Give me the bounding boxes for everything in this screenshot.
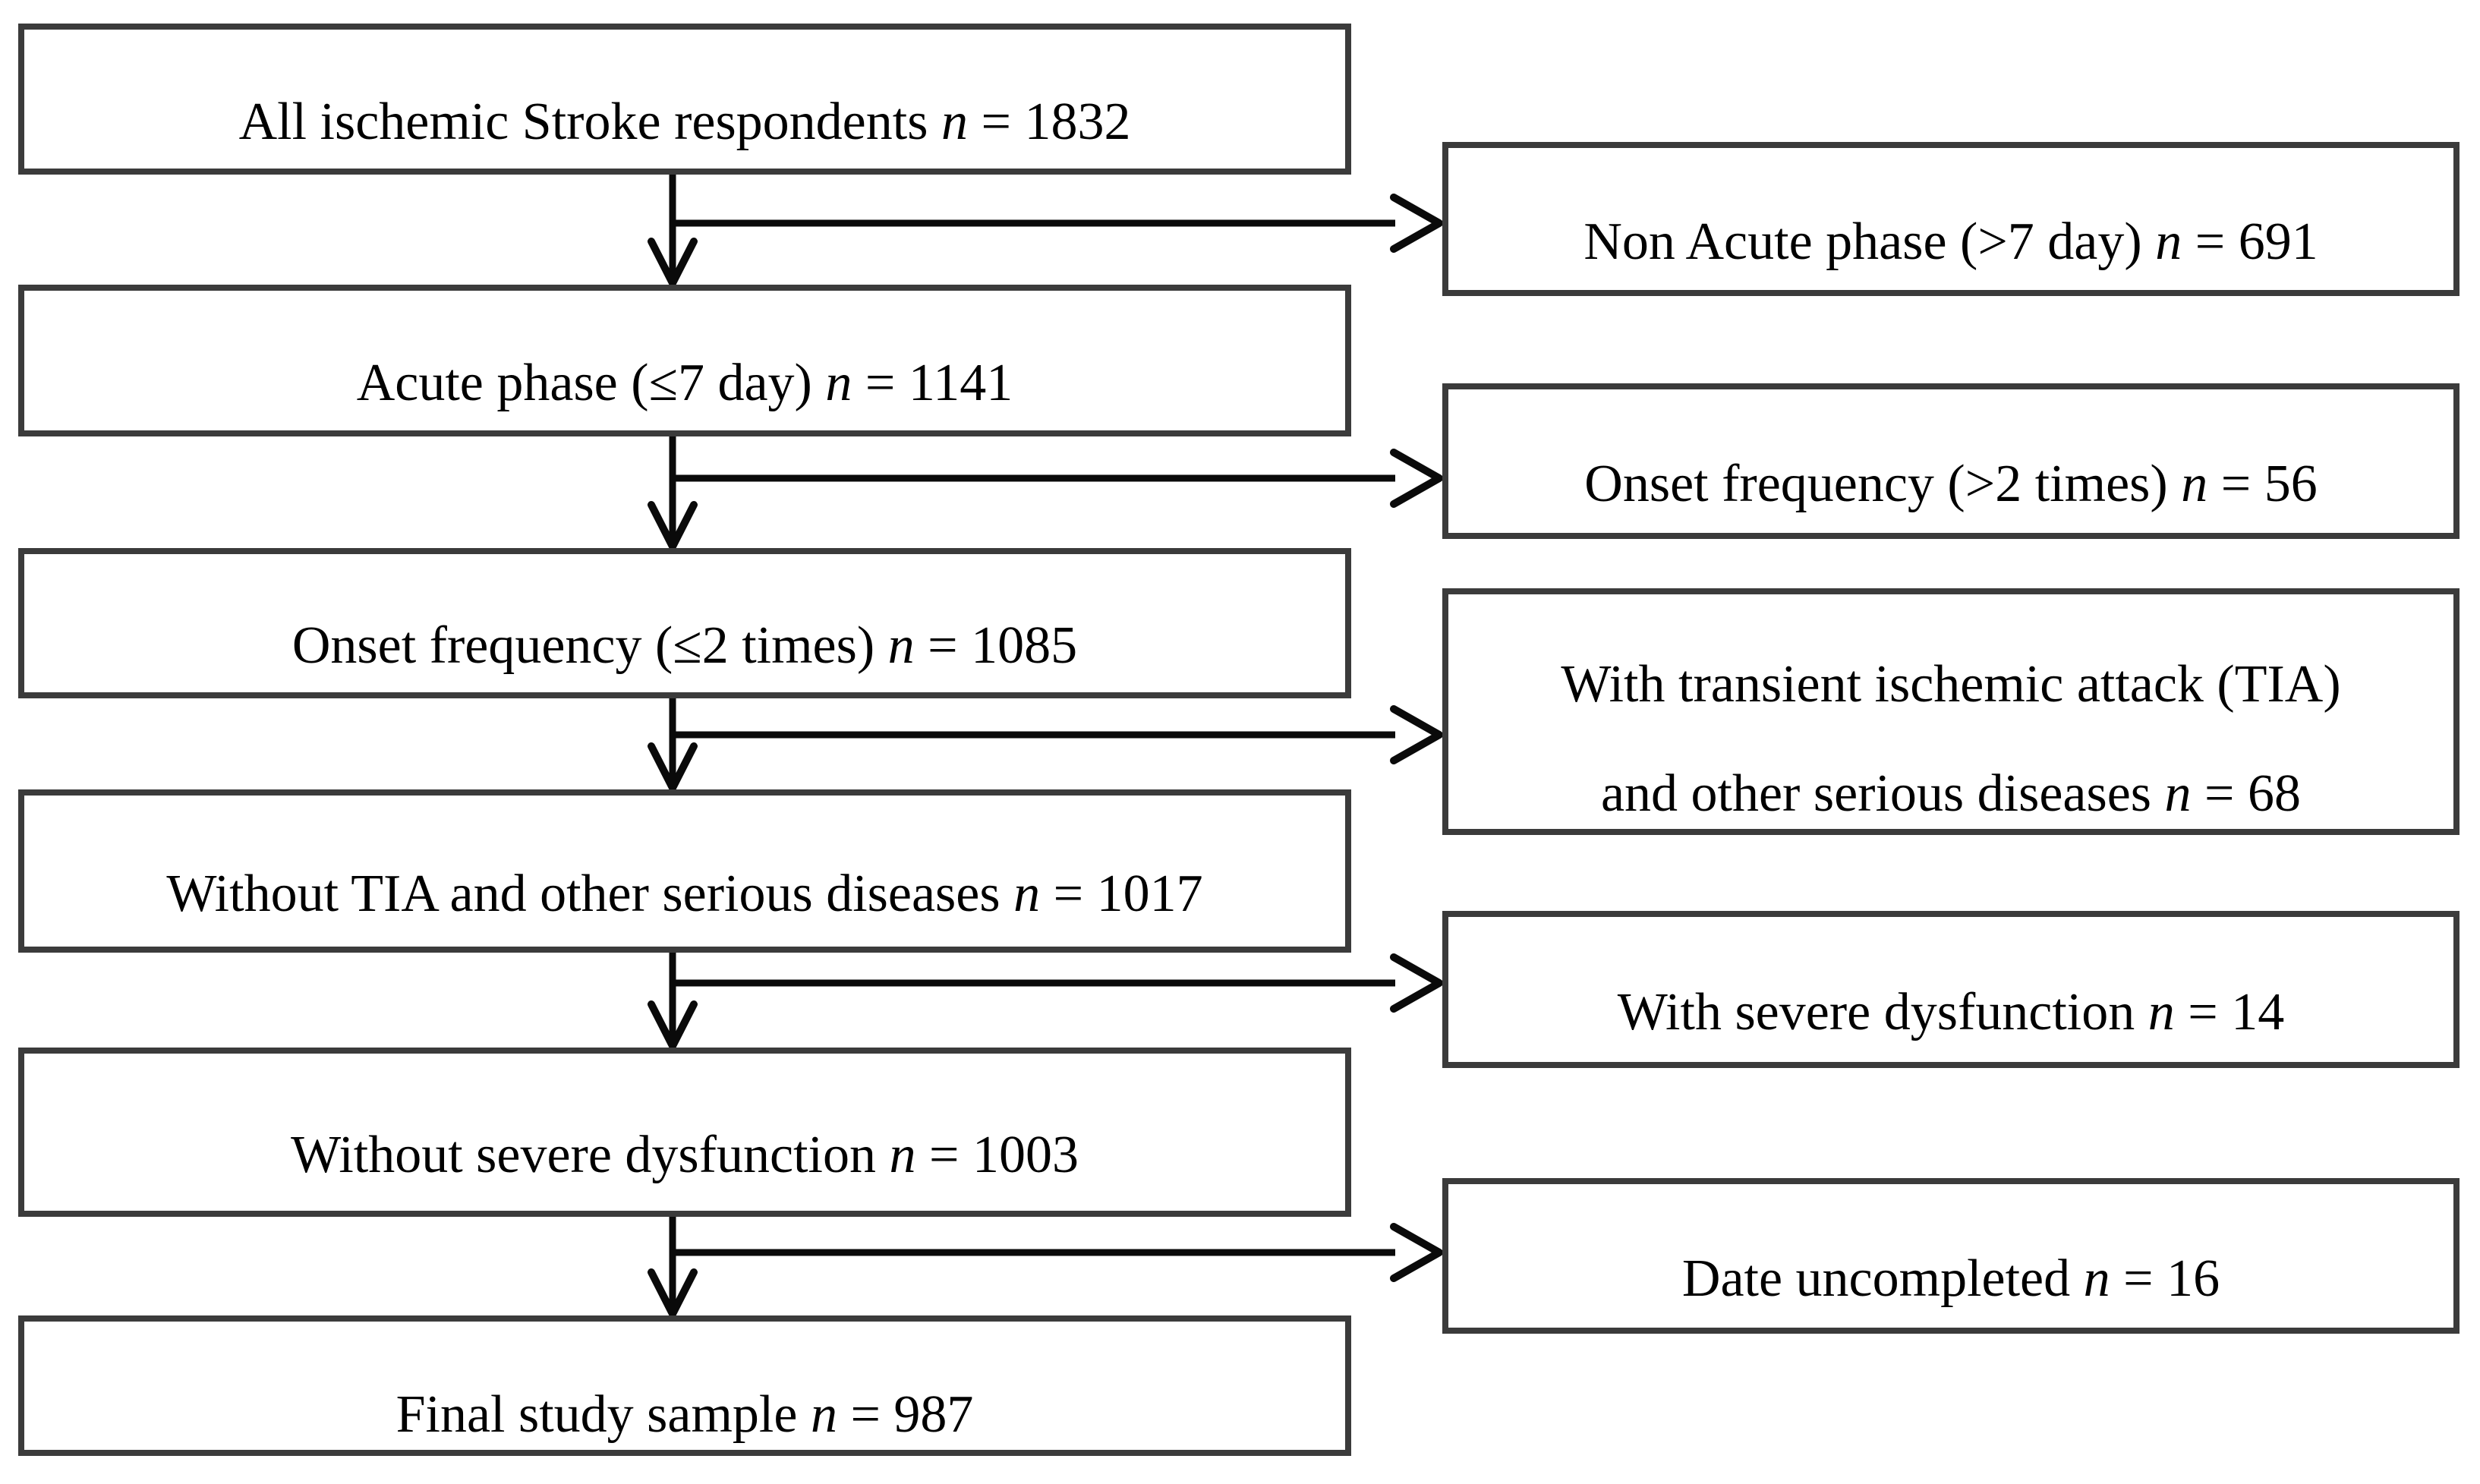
box-label: Acute phase (≤7 day) n = 1141 — [356, 354, 1013, 413]
n-symbol: n — [2083, 1249, 2110, 1308]
n-value: 1141 — [908, 354, 1013, 413]
down-arrowhead-icon — [648, 742, 698, 792]
box-with-tia: With transient ischemic attack (TIA) and… — [1442, 588, 2460, 835]
box-label: With severe dysfunction n = 14 — [1617, 982, 2285, 1041]
n-symbol: n — [941, 92, 968, 151]
down-arrowhead-icon — [648, 501, 698, 550]
n-value: 1017 — [1096, 864, 1203, 923]
right-arrowhead-icon — [1390, 194, 1443, 253]
connector-4 — [648, 953, 1443, 1050]
n-symbol: n — [825, 354, 852, 413]
box-final-study-sample: Final study sample n = 987 — [18, 1315, 1351, 1456]
box-label: Non Acute phase (>7 day) n = 691 — [1583, 212, 2318, 271]
n-symbol: n — [2155, 212, 2182, 271]
n-value: 1085 — [971, 616, 1078, 676]
n-value: 14 — [2231, 982, 2285, 1041]
n-symbol: n — [2181, 454, 2208, 513]
right-arrowhead-icon — [1390, 953, 1443, 1013]
box-non-acute-phase: Non Acute phase (>7 day) n = 691 — [1442, 142, 2460, 296]
right-arrowhead-icon — [1390, 705, 1443, 764]
down-arrowhead-icon — [648, 238, 698, 287]
n-value: 68 — [2248, 764, 2302, 823]
down-arrowhead-icon — [648, 1268, 698, 1318]
box-with-severe-dysfunction: With severe dysfunction n = 14 — [1442, 911, 2460, 1068]
n-value: 16 — [2166, 1249, 2220, 1308]
n-symbol: n — [887, 616, 915, 676]
n-symbol: n — [2148, 982, 2175, 1041]
right-arrowhead-icon — [1390, 449, 1443, 508]
n-symbol: n — [810, 1385, 837, 1444]
n-value: 691 — [2238, 212, 2318, 271]
box-label: Onset frequency (>2 times) n = 56 — [1584, 454, 2318, 513]
box-label-line-2: and other serious diseases n = 68 — [1600, 764, 2302, 823]
box-onset-frequency-le2: Onset frequency (≤2 times) n = 1085 — [18, 548, 1351, 698]
box-label: Without TIA and other serious diseases n… — [166, 864, 1203, 923]
down-arrowhead-icon — [648, 1000, 698, 1050]
right-arrowhead-icon — [1390, 1223, 1443, 1282]
connector-5 — [648, 1217, 1443, 1318]
box-acute-phase: Acute phase (≤7 day) n = 1141 — [18, 285, 1351, 436]
box-label: With transient ischemic attack (TIA) and… — [1448, 630, 2453, 829]
box-label: Onset frequency (≤2 times) n = 1085 — [291, 616, 1078, 676]
n-value: 1003 — [972, 1125, 1079, 1184]
box-label: Without severe dysfunction n = 1003 — [291, 1125, 1079, 1184]
box-label: Final study sample n = 987 — [395, 1385, 974, 1444]
box-date-uncompleted: Date uncompleted n = 16 — [1442, 1178, 2460, 1334]
box-label-line-1: With transient ischemic attack (TIA) — [1561, 655, 2341, 714]
connector-1 — [648, 175, 1443, 287]
box-without-severe-dysfunction: Without severe dysfunction n = 1003 — [18, 1048, 1351, 1217]
n-value: 1832 — [1024, 92, 1131, 151]
box-all-ischemic-stroke-respondents: All ischemic Stroke respondents n = 1832 — [18, 24, 1351, 175]
connector-2 — [648, 436, 1443, 550]
box-label: Date uncompleted n = 16 — [1681, 1249, 2220, 1308]
n-value: 987 — [893, 1385, 974, 1444]
n-symbol: n — [2164, 764, 2192, 823]
box-label: All ischemic Stroke respondents n = 1832 — [238, 92, 1131, 151]
n-symbol: n — [1013, 864, 1041, 923]
connector-3 — [648, 698, 1443, 792]
n-symbol: n — [889, 1125, 916, 1184]
n-value: 56 — [2264, 454, 2318, 513]
box-onset-frequency-gt2: Onset frequency (>2 times) n = 56 — [1442, 383, 2460, 539]
box-without-tia: Without TIA and other serious diseases n… — [18, 789, 1351, 953]
